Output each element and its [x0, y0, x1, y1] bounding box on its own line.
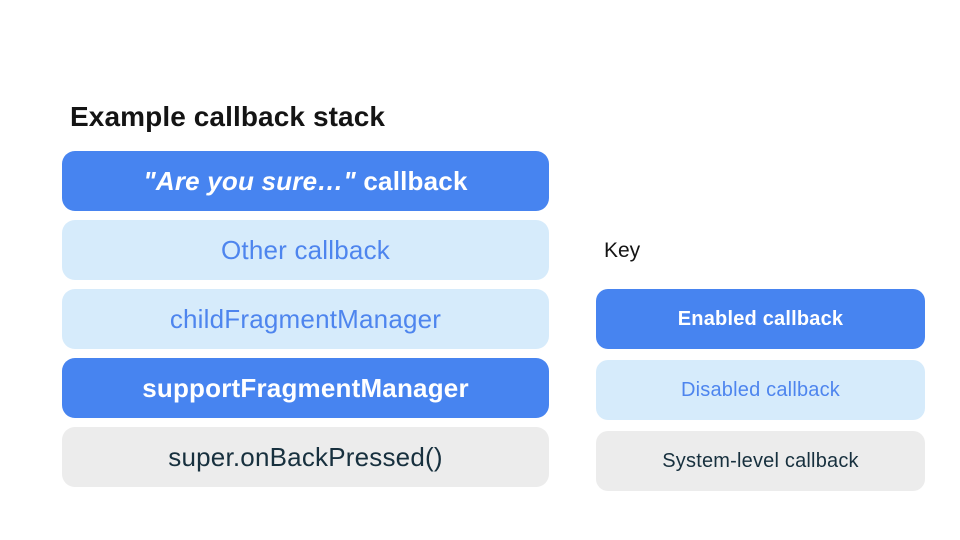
stack-item-label-quoted: "Are you sure…"	[143, 165, 356, 196]
key-items: Enabled callback Disabled callback Syste…	[596, 289, 925, 491]
page-title: Example callback stack	[70, 101, 386, 132]
key-item-label: Enabled callback	[677, 307, 844, 330]
stack-item-support-fragment-manager: supportFragmentManager	[62, 358, 549, 418]
key-heading: Key	[604, 239, 641, 262]
stack-item-super-on-back-pressed: super.onBackPressed()	[62, 427, 549, 487]
key-legend: Key Enabled callback Disabled callback S…	[596, 238, 925, 491]
stack-item-child-fragment-manager: childFragmentManager	[62, 289, 549, 349]
stack-item-label-rest: callback	[355, 165, 468, 196]
stack-item-label: super.onBackPressed()	[168, 441, 443, 472]
key-item-enabled-callback: Enabled callback	[596, 289, 925, 349]
stack-item-are-you-sure-callback: "Are you sure…" callback	[62, 151, 549, 211]
key-item-system-level-callback: System-level callback	[596, 431, 925, 491]
stack-item-label: supportFragmentManager	[142, 372, 469, 403]
key-item-label: System-level callback	[662, 449, 859, 472]
stack-item-other-callback: Other callback	[62, 220, 549, 280]
stack-item-label: childFragmentManager	[169, 303, 442, 334]
key-item-disabled-callback: Disabled callback	[596, 360, 925, 420]
callback-stack: "Are you sure…" callback Other callback …	[62, 151, 549, 487]
stack-item-label: Other callback	[221, 234, 390, 265]
key-item-label: Disabled callback	[680, 378, 841, 401]
